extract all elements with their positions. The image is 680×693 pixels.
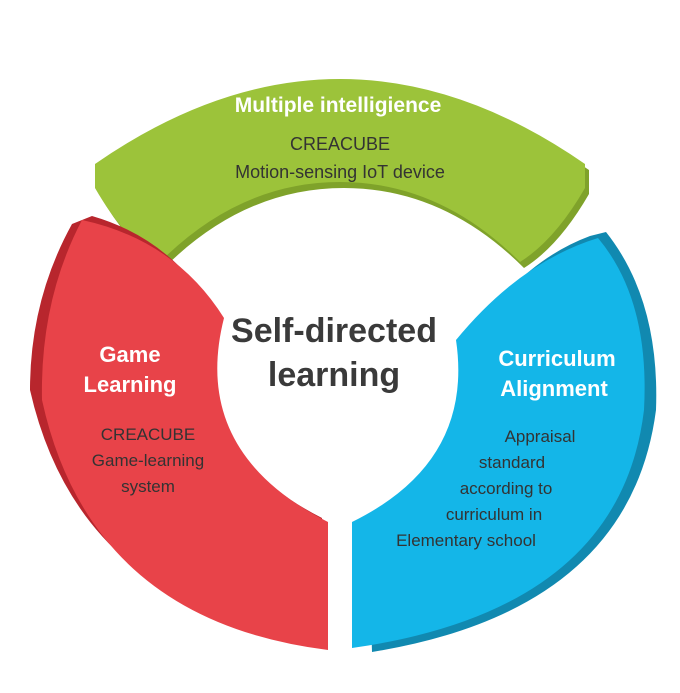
segment-right-shape bbox=[352, 238, 645, 648]
center-title-line2: learning bbox=[268, 356, 400, 394]
center-title-line1: Self-directed bbox=[231, 312, 437, 350]
segment-right-body-line4: curriculum in bbox=[446, 505, 542, 524]
segment-curriculum-alignment: Curriculum Alignment Appraisal standard … bbox=[352, 232, 657, 652]
segment-left-title-line1: Game bbox=[99, 342, 160, 367]
segment-right-title-line2: Alignment bbox=[500, 376, 608, 401]
segment-right-title-line1: Curriculum bbox=[498, 346, 615, 371]
segment-multiple-intelligence: Multiple intelligience CREACUBE Motion-s… bbox=[95, 79, 589, 268]
segment-left-shape bbox=[41, 220, 329, 650]
segment-left-title-line2: Learning bbox=[84, 372, 177, 397]
segment-left-body-line2: Game-learning bbox=[92, 451, 204, 470]
segment-top-body-line1: CREACUBE bbox=[290, 134, 390, 154]
segment-left-body-line1: CREACUBE bbox=[101, 425, 195, 444]
segment-right-body-line5: Elementary school bbox=[396, 531, 536, 550]
center-label: Self-directed learning bbox=[231, 312, 437, 394]
segment-right-body-line3: according to bbox=[460, 479, 553, 498]
segment-left-body-line3: system bbox=[121, 477, 175, 496]
segment-game-learning: Game Learning CREACUBE Game-learning sys… bbox=[30, 216, 329, 650]
segment-right-body-line1: Appraisal bbox=[505, 427, 576, 446]
segment-top-body-line2: Motion-sensing IoT device bbox=[235, 162, 445, 182]
segment-top-title: Multiple intelligience bbox=[235, 94, 442, 117]
segment-right-body-line2: standard bbox=[479, 453, 545, 472]
segment-top-shape bbox=[95, 79, 585, 262]
